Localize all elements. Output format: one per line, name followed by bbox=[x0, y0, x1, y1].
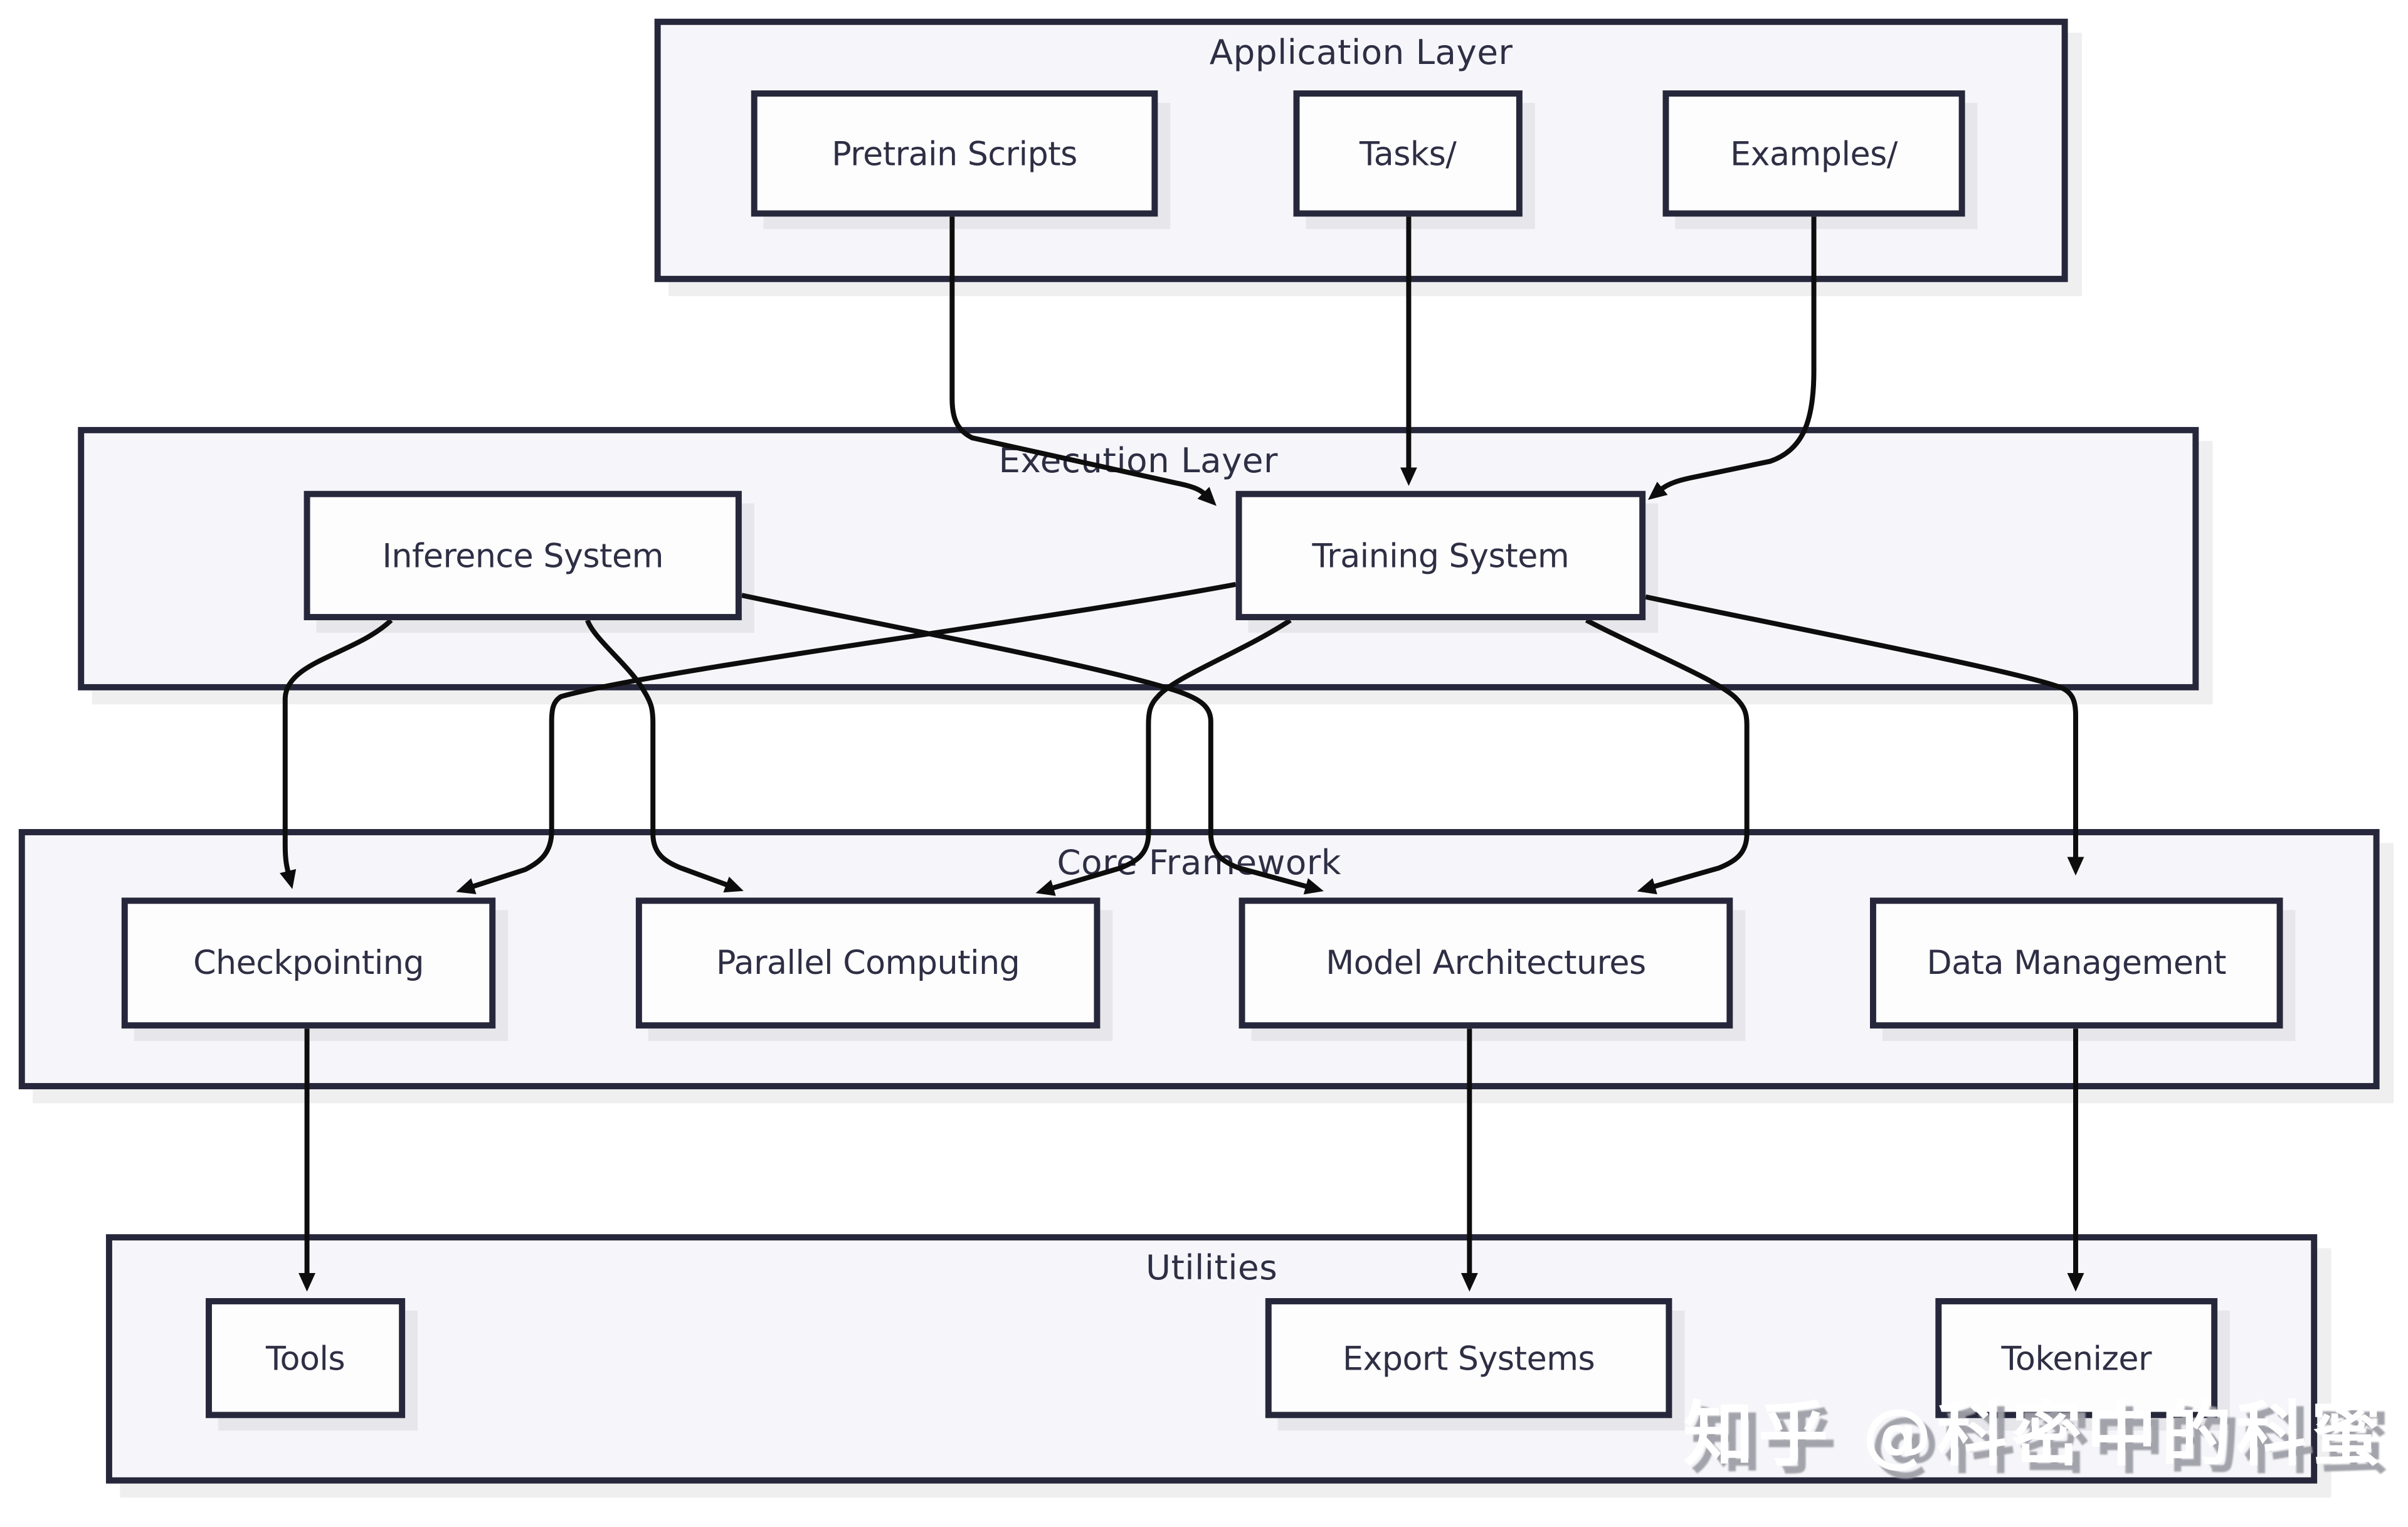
layer-execution-title: Execution Layer bbox=[998, 442, 1279, 482]
node-data-management-label: Data Management bbox=[1926, 944, 2227, 982]
layer-utilities-title: Utilities bbox=[1145, 1249, 1278, 1289]
node-model-architectures: Model Architectures bbox=[1238, 897, 1733, 1029]
node-examples-label: Examples/ bbox=[1730, 134, 1898, 172]
node-tools: Tools bbox=[206, 1298, 406, 1419]
node-parallel-computing: Parallel Computing bbox=[635, 897, 1101, 1029]
node-tokenizer-label: Tokenizer bbox=[2001, 1339, 2152, 1377]
node-pretrain-scripts: Pretrain Scripts bbox=[751, 90, 1158, 217]
node-tasks-label: Tasks/ bbox=[1359, 134, 1457, 172]
node-tasks: Tasks/ bbox=[1293, 90, 1523, 217]
node-inference-system-label: Inference System bbox=[382, 537, 663, 574]
node-checkpointing: Checkpointing bbox=[121, 897, 496, 1029]
node-export-systems: Export Systems bbox=[1265, 1298, 1672, 1419]
node-model-architectures-label: Model Architectures bbox=[1326, 944, 1646, 982]
node-tokenizer: Tokenizer bbox=[1935, 1298, 2218, 1419]
node-export-systems-label: Export Systems bbox=[1342, 1339, 1595, 1377]
node-training-system: Training System bbox=[1235, 490, 1646, 621]
layer-core-framework-title: Core Framework bbox=[1057, 844, 1341, 884]
node-parallel-computing-label: Parallel Computing bbox=[716, 944, 1020, 982]
node-data-management: Data Management bbox=[1869, 897, 2283, 1029]
node-training-system-label: Training System bbox=[1312, 537, 1570, 574]
layer-application-title: Application Layer bbox=[1209, 34, 1513, 73]
node-pretrain-scripts-label: Pretrain Scripts bbox=[832, 134, 1077, 172]
node-tools-label: Tools bbox=[266, 1339, 346, 1377]
node-checkpointing-label: Checkpointing bbox=[193, 944, 424, 982]
zhihu-watermark: 知乎 @科密中的科蜜 bbox=[1683, 1393, 2386, 1476]
node-examples: Examples/ bbox=[1662, 90, 1965, 217]
node-inference-system: Inference System bbox=[304, 490, 742, 621]
